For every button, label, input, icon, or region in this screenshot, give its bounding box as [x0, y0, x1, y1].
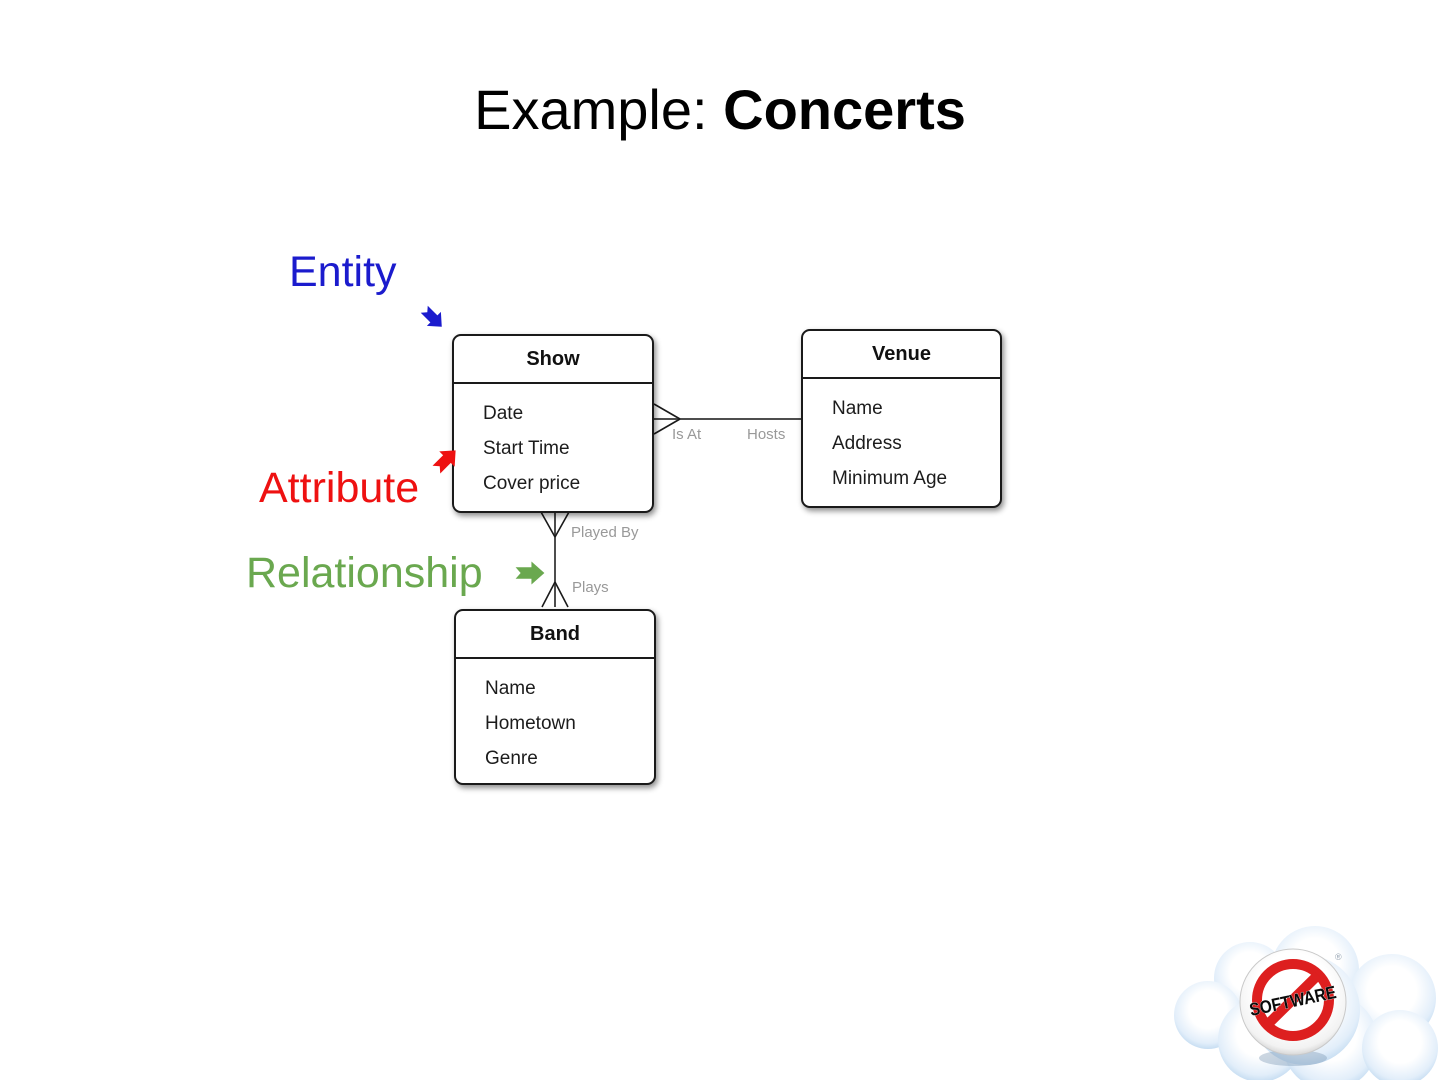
no-software-cloud-logo: SOFTWARE ®	[1174, 926, 1438, 1080]
attribute-annotation-label: Attribute	[259, 464, 420, 512]
relationship-label-hosts: Hosts	[747, 426, 786, 443]
title-emphasis: Concerts	[723, 78, 966, 141]
entity-name: Show	[454, 336, 652, 384]
entity-attribute: Address	[832, 433, 902, 454]
entity-box-band: Band Name Hometown Genre	[454, 609, 656, 785]
entity-attribute: Minimum Age	[832, 468, 948, 489]
entity-box-show: Show Date Start Time Cover price	[452, 334, 654, 513]
entity-attribute: Date	[483, 403, 524, 424]
entity-name: Band	[456, 611, 654, 659]
entity-attribute: Start Time	[483, 438, 570, 459]
entity-attributes: Name Address Minimum Age	[803, 379, 1000, 496]
title-prefix: Example:	[474, 78, 724, 141]
entity-attribute: Name	[485, 678, 536, 699]
entity-attribute: Hometown	[485, 713, 576, 734]
entity-name: Venue	[803, 331, 1000, 379]
prohibition-sign-icon	[1252, 959, 1334, 1041]
relationship-label-is-at: Is At	[672, 426, 702, 443]
entity-attribute: Cover price	[483, 473, 581, 494]
no-software-badge: SOFTWARE ®	[1239, 948, 1347, 1066]
entity-attributes: Name Hometown Genre	[456, 659, 654, 776]
registered-trademark-icon: ®	[1335, 952, 1342, 962]
entity-attribute: Name	[832, 398, 883, 419]
entity-callout-arrow-icon	[420, 305, 442, 327]
slide-title: Example: Concerts	[0, 78, 1440, 142]
crows-foot-show-side-icon	[540, 511, 570, 538]
relationship-callout-arrow-icon	[515, 561, 545, 585]
relationship-label-played-by: Played By	[571, 524, 639, 541]
entity-attribute: Genre	[485, 748, 538, 769]
entity-box-venue: Venue Name Address Minimum Age	[801, 329, 1002, 508]
relationship-annotation-label: Relationship	[246, 549, 483, 597]
relationship-line-show-band	[540, 511, 570, 608]
entity-attributes: Date Start Time Cover price	[454, 384, 652, 501]
relationship-label-plays: Plays	[572, 579, 609, 596]
crows-foot-band-side-icon	[541, 581, 569, 608]
entity-annotation-label: Entity	[289, 248, 397, 296]
